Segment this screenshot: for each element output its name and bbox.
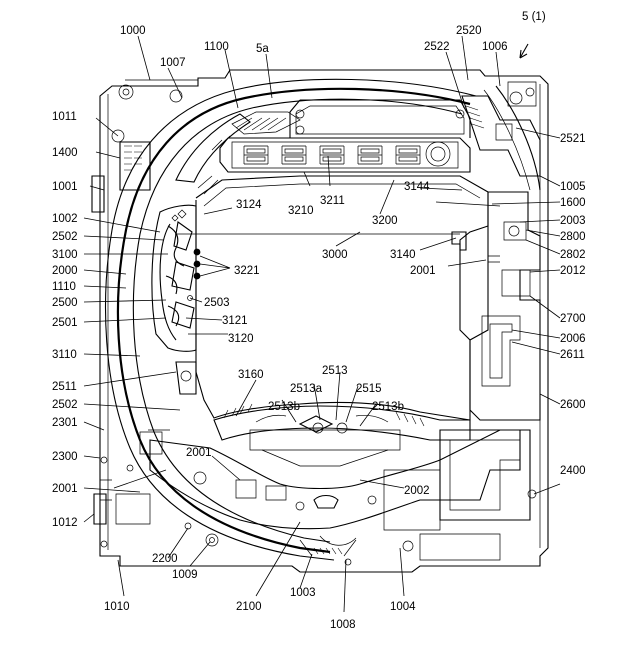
display-digit: [358, 146, 382, 164]
label-3221: 3221: [234, 265, 260, 277]
label-1009: 1009: [172, 569, 198, 581]
label-1004: 1004: [390, 601, 416, 613]
right-side-units: [470, 192, 540, 420]
label-3000: 3000: [322, 249, 348, 261]
label-2000: 2000: [52, 265, 78, 277]
label-2511: 2511: [52, 381, 77, 393]
label-2503: 2503: [204, 297, 230, 309]
display-digit: [282, 146, 306, 164]
label-3120: 3120: [228, 333, 254, 345]
label-2001-c: 2001: [52, 483, 78, 495]
label-2513: 2513: [322, 365, 348, 377]
label-2300: 2300: [52, 451, 78, 463]
label-2012: 2012: [560, 265, 586, 277]
top-right-corner: [462, 82, 540, 176]
label-3110: 3110: [52, 349, 77, 361]
label-2001-a: 2001: [410, 265, 436, 277]
label-2001-b: 2001: [186, 447, 212, 459]
label-1011: 1011: [52, 111, 77, 123]
label-2600: 2600: [560, 399, 586, 411]
label-2400: 2400: [560, 465, 586, 477]
label-2100: 2100: [236, 601, 262, 613]
label-2802: 2802: [560, 249, 586, 261]
label-2700: 2700: [560, 313, 586, 325]
label-2502-b: 2502: [52, 399, 78, 411]
label-3144: 3144: [404, 181, 430, 193]
label-2611: 2611: [560, 349, 585, 361]
label-1008: 1008: [330, 619, 356, 631]
reference-labels: 5 (1) 1000 1007 1100 5a 2520 2522 1006 1…: [52, 11, 586, 631]
label-3140: 3140: [390, 249, 416, 261]
label-5a: 5a: [256, 43, 269, 55]
label-2003: 2003: [560, 215, 586, 227]
label-3100: 3100: [52, 249, 78, 261]
label-2301: 2301: [52, 417, 78, 429]
left-decor-panel: [152, 205, 200, 351]
display-digit: [244, 146, 268, 164]
label-2513b-right: 2513b: [372, 401, 404, 413]
label-2502-a: 2502: [52, 231, 78, 243]
label-3124: 3124: [236, 199, 262, 211]
label-2006: 2006: [560, 333, 586, 345]
label-1002: 1002: [52, 213, 78, 225]
label-1003: 1003: [290, 587, 316, 599]
label-2513a: 2513a: [290, 383, 323, 395]
label-3200: 3200: [372, 215, 398, 227]
label-2513b-left: 2513b: [268, 401, 300, 413]
label-1006: 1006: [482, 41, 508, 53]
label-3121: 3121: [222, 315, 248, 327]
display-digit: [396, 146, 420, 164]
label-1005: 1005: [560, 181, 586, 193]
seven-segment-display-unit: [220, 100, 470, 172]
label-3160: 3160: [238, 369, 264, 381]
label-1001: 1001: [52, 181, 78, 193]
label-2515: 2515: [356, 383, 382, 395]
label-1100: 1100: [204, 41, 229, 53]
upper-arc-cover: [176, 112, 300, 194]
label-1400: 1400: [52, 147, 78, 159]
label-2800: 2800: [560, 231, 586, 243]
label-1007: 1007: [160, 57, 186, 69]
label-1000: 1000: [120, 25, 146, 37]
label-1012: 1012: [52, 517, 78, 529]
label-2520: 2520: [456, 25, 482, 37]
label-2522: 2522: [424, 41, 450, 53]
label-1110: 1110: [52, 281, 76, 293]
leader-lines: [84, 36, 560, 612]
label-3211: 3211: [320, 195, 345, 207]
label-3210: 3210: [288, 205, 314, 217]
label-1010: 1010: [104, 601, 130, 613]
label-2521: 2521: [560, 133, 586, 145]
label-2200: 2200: [152, 553, 178, 565]
display-digit: [320, 146, 344, 164]
label-1600: 1600: [560, 197, 586, 209]
figure-ref: 5 (1): [522, 11, 546, 23]
label-2002: 2002: [404, 485, 430, 497]
label-2500: 2500: [52, 297, 78, 309]
label-2501: 2501: [52, 317, 78, 329]
